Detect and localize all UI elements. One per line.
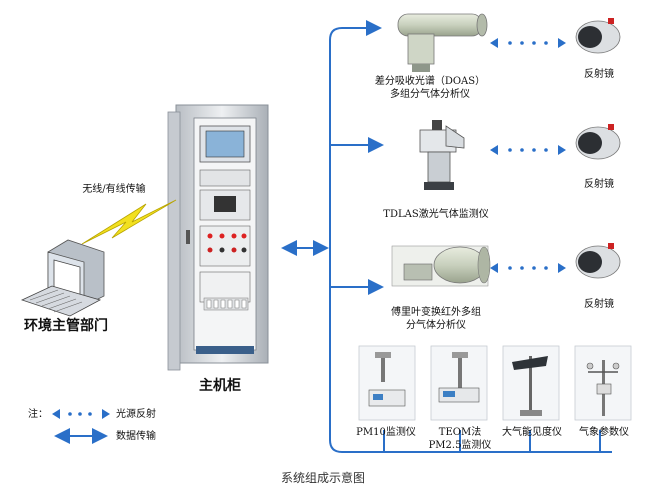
reflector-label: 反射镜 [584,69,614,80]
weather-label: 气象参数仪 [579,427,629,438]
reflector-label: 反射镜 [584,179,614,190]
main-cabinet [167,104,269,371]
visibility-meter-icon [502,345,560,421]
diagram-caption: 系统组成示意图 [280,471,365,485]
tdlas-label: TDLAS激光气体监测仪 [383,209,489,220]
ftir-label: 傅里叶变换红外多组 分气体分析仪 [391,307,481,331]
pm10-monitor-icon [358,345,416,421]
light-paths [490,38,566,273]
tdlas-analyzer-icon [419,120,465,190]
teom-label: TEOM法 PM2.5监测仪 [428,427,492,451]
reflector-icon [575,18,621,54]
cabinet-label: 主机柜 [199,378,241,394]
pm10-label: PM10监测仪 [356,427,416,438]
connection-bus [281,20,612,453]
reflector-icon [575,243,621,279]
legend-light-symbol [52,409,110,419]
ftir-analyzer-icon [391,245,491,287]
computer-icon [20,239,105,317]
reflector-icon [575,124,621,160]
visibility-label: 大气能见度仪 [502,427,562,438]
weather-station-icon [574,345,632,421]
reflector-label: 反射镜 [584,299,614,310]
legend-light-label: 光源反射 [116,409,156,420]
link-label: 无线/有线传输 [82,184,146,195]
wireless-link-icon [81,199,177,245]
legend-data-label: 数据传输 [116,431,156,442]
doas-label: 差分吸收光谱（DOAS） 多组分气体分析仪 [374,76,486,100]
department-label: 环境主管部门 [24,318,108,334]
legend-title: 注： [28,409,48,420]
doas-analyzer-icon [397,13,488,72]
teom-monitor-icon [430,345,488,421]
